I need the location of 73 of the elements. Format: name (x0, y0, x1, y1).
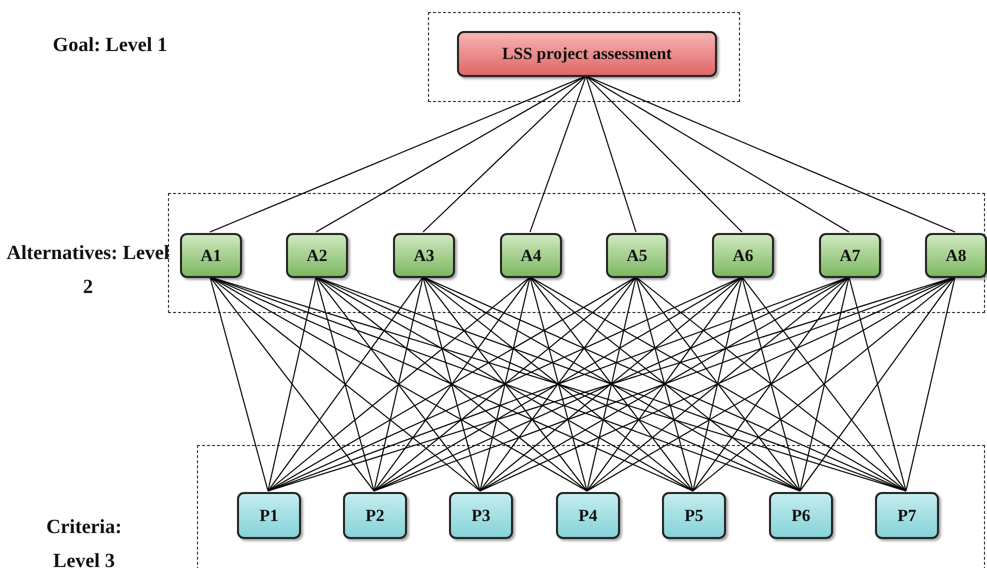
connector-line (586, 276, 637, 492)
connector-line (800, 276, 956, 492)
connector-line (692, 276, 850, 492)
process-box: P2 (343, 492, 407, 539)
connector-line (692, 276, 956, 492)
process-box: A5 (606, 233, 668, 278)
connector-line (586, 76, 742, 232)
connector-line (373, 276, 424, 492)
connector-line (210, 276, 588, 492)
process-box: A4 (500, 233, 562, 278)
connector-line (742, 276, 906, 492)
connector-line (529, 76, 587, 232)
process-box: P1 (237, 492, 301, 539)
connector-line (586, 76, 956, 232)
connector-line (586, 276, 850, 492)
connector-line (374, 276, 636, 492)
connector-line (422, 276, 588, 492)
connector-line (905, 276, 956, 492)
process-box: A3 (393, 233, 455, 278)
connector-line (479, 276, 531, 492)
connector-line (848, 276, 907, 492)
process-box: LSS project assessment (457, 31, 717, 77)
connector-line (210, 276, 480, 492)
connector-line (586, 276, 956, 492)
connector-line (422, 276, 694, 492)
connector-line (799, 276, 850, 492)
connector-line (480, 276, 636, 492)
connector-line (530, 276, 694, 492)
connector-line (530, 276, 800, 492)
connector-line (480, 276, 850, 492)
process-box: P3 (449, 492, 513, 539)
connector-line (268, 276, 636, 492)
process-box: A6 (712, 233, 774, 278)
connector-line (586, 276, 742, 492)
connector-line (422, 276, 481, 492)
connector-line (741, 276, 801, 492)
process-box: P7 (875, 492, 939, 539)
connector-line (315, 276, 375, 492)
connector-line (480, 276, 742, 492)
connector-line (374, 276, 742, 492)
connector-line (422, 276, 800, 492)
connector-line (586, 76, 850, 232)
connector-line (636, 276, 906, 492)
connector-line (422, 76, 586, 232)
connector-line (374, 276, 530, 492)
process-box: P5 (662, 492, 726, 539)
dashed-group-frame (197, 445, 985, 568)
connector-line (316, 276, 480, 492)
level-label: Criteria: Level 3 (45, 515, 123, 568)
connector-line (268, 276, 424, 492)
connector-line (267, 276, 317, 492)
connector-line (635, 276, 694, 492)
process-box: P4 (556, 492, 620, 539)
process-box: P6 (769, 492, 833, 539)
connector-line (692, 276, 743, 492)
level-label: Goal: Level 1 (52, 33, 168, 58)
level-label: Alternatives: Level 2 (6, 241, 170, 300)
connector-line (210, 276, 374, 492)
connector-line (636, 276, 800, 492)
process-box: A8 (925, 233, 987, 278)
connector-line (316, 76, 586, 232)
connector-line (268, 276, 530, 492)
connector-line (209, 276, 269, 492)
connector-line (530, 276, 906, 492)
dashed-group-frame (428, 12, 740, 102)
process-box: A7 (819, 233, 881, 278)
connector-line (316, 276, 694, 492)
connector-line (585, 76, 637, 232)
dashed-group-frame (168, 193, 985, 313)
process-box: A1 (180, 233, 242, 278)
connector-line (529, 276, 588, 492)
process-box: A2 (286, 233, 348, 278)
connector-line (316, 276, 588, 492)
